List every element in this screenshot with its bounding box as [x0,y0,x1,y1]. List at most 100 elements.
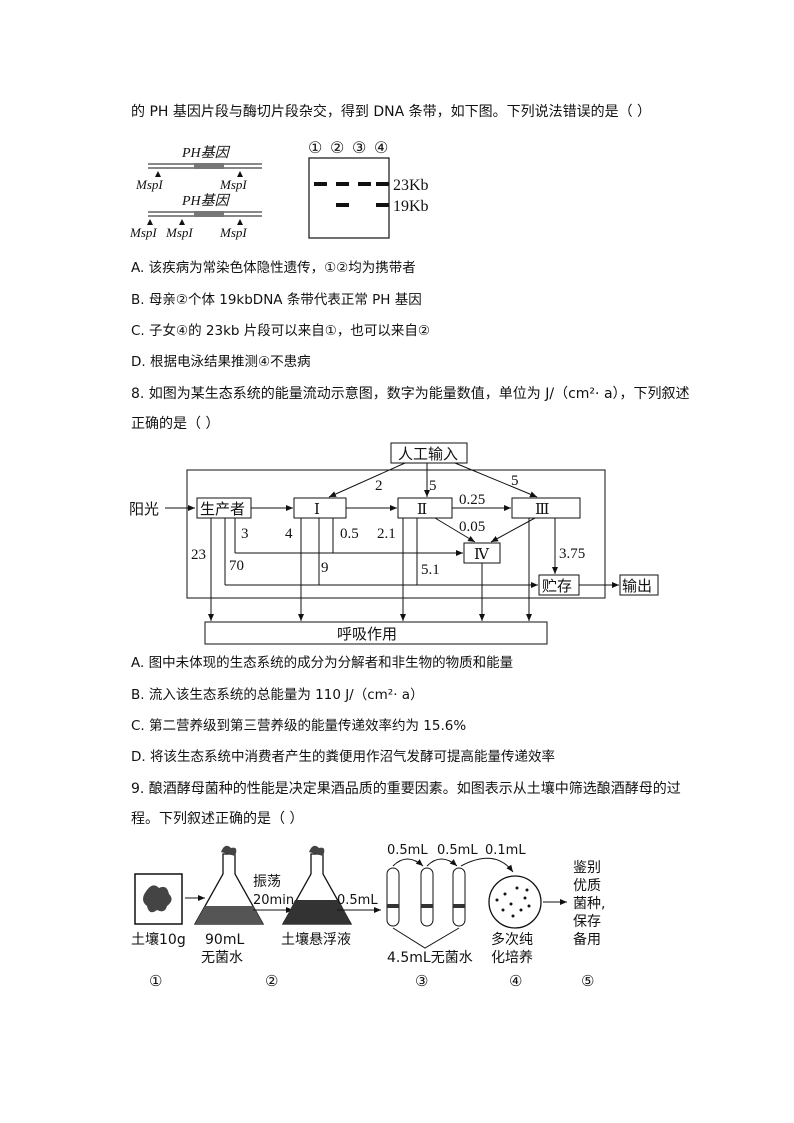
q7-gel-diagram: ① ② ③ ④ 23Kb 19Kb [308,140,429,239]
soil-label: 土壤10g [131,931,186,948]
q8-energy-flow-diagram: 人工输入 阳光 生产者 Ⅰ Ⅱ Ⅲ Ⅳ 贮存 输出 呼吸作用 2 5 5 0.2… [129,442,659,645]
transfer-volume-2: 0.5mL [387,843,428,858]
band-19kb-lane2 [336,203,349,207]
band-23kb-lane2 [336,182,349,186]
artificial-input-label: 人工输入 [398,445,458,463]
ident-line-1: 鉴别 [573,860,601,876]
level-3-label: Ⅲ [535,502,549,518]
step-number-3: ③ [415,974,428,990]
value-2.1: 2.1 [377,526,396,542]
tube-bracket [392,927,460,949]
q8-stem-line2: 正确的是（ ） [131,416,220,432]
culture-plate [488,875,542,929]
step-number-1: ① [149,974,162,990]
respiration-box [204,621,548,645]
level-2-label: Ⅱ [417,502,427,518]
q7-gene-diagram: PH基因 MspI MspI PH基因 MspI MspI MspI [130,145,262,240]
soil-box [134,873,183,925]
q7-option-d: D. 根据电泳结果推测④不患病 [131,354,311,370]
site-label: MspI [165,225,193,240]
level-1-label: Ⅰ [314,502,320,518]
flask-1-volume: 90mL [205,932,244,948]
level-4-label: Ⅳ [474,547,490,563]
value-0.05: 0.05 [459,519,485,535]
lane-label: ① [308,140,322,157]
q8-stem-line1: 8. 如图为某生态系统的能量流动示意图，数字为能量数值，单位为 J/（cm²· … [131,386,690,402]
band-19kb-label: 19Kb [393,198,429,215]
shake-time: 20min [253,893,294,908]
q8-option-b: B. 流入该生态系统的总能量为 110 J/（cm²· a） [131,687,424,703]
value-5-input-to-3: 5 [511,473,519,489]
band-23kb-lane1 [314,182,327,186]
site-arrow [147,219,153,225]
gene-segment-2 [194,211,224,217]
value-23: 23 [191,547,206,563]
site-arrow [179,219,185,225]
ident-line-5: 备用 [573,931,601,948]
value-5-input-to-2: 5 [429,478,437,494]
output-label: 输出 [622,577,652,595]
q9-yeast-screening-diagram: 土壤10g 90mL 无菌水 振荡 20min 土壤悬浮液 0.5mL 0.5m… [131,843,605,990]
system-frame [186,469,606,599]
storage-label: 贮存 [542,577,572,595]
q9-stem-line1: 9. 酿酒酵母菌种的性能是决定果酒品质的重要因素。如图表示从土壤中筛选酿酒酵母的… [131,781,681,797]
value-70: 70 [229,558,244,574]
value-2: 2 [375,478,383,494]
q8-option-d: D. 将该生态系统中消费者产生的粪便用作沼气发酵可提高能量传递效率 [131,749,555,765]
lane-label: ② [330,140,344,157]
band-23kb-label: 23Kb [393,177,429,194]
q7-option-a: A. 该疾病为常染色体隐性遗传，①②均为携带者 [131,260,416,276]
shake-label: 振荡 [253,874,281,890]
ident-line-4: 保存 [573,914,601,930]
respiration-label: 呼吸作用 [337,625,397,643]
value-9: 9 [321,560,329,576]
flask-1-water: 无菌水 [201,950,243,966]
site-label: MspI [135,177,163,192]
site-label: MspI [219,177,247,192]
transfer-volume-1: 0.5mL [337,893,378,908]
value-4: 4 [285,526,293,542]
ident-line-2: 优质 [573,878,601,894]
output-box [619,574,659,596]
transfer-volume-4: 0.1mL [485,843,526,858]
step-number-5: ⑤ [581,974,594,990]
step-number-2: ② [265,974,278,990]
sunlight-label: 阳光 [129,500,159,518]
artificial-input-box [390,442,468,464]
q7-option-c: C. 子女④的 23kb 片段可以来自①，也可以来自② [131,323,430,339]
gene-segment-1 [194,163,224,169]
value-5.1: 5.1 [421,562,440,578]
site-label: MspI [130,225,157,240]
dilution-tube-3 [452,867,466,927]
site-arrow [237,171,243,177]
gene-label-2: PH基因 [181,193,231,209]
flask-1-stopper [221,845,237,856]
soil-sample [143,885,172,913]
gel-frame [308,157,390,239]
step-number-4: ④ [509,974,522,990]
gene-label-1: PH基因 [181,145,231,161]
band-19kb-lane4 [376,203,389,207]
value-0.25: 0.25 [459,492,485,508]
ident-line-3: 菌种, [573,896,605,912]
q8-option-c: C. 第二营养级到第三营养级的能量传递效率约为 15.6% [131,718,467,734]
culture-label-2: 化培养 [491,950,533,966]
lane-label: ④ [374,140,388,157]
flask-1-liquid [195,906,263,924]
value-3.75: 3.75 [559,546,585,562]
site-arrow [155,171,161,177]
level-1-box [293,497,347,519]
site-label: MspI [219,225,247,240]
flask-2-stopper [309,845,325,856]
q7-option-b: B. 母亲②个体 19kbDNA 条带代表正常 PH 基因 [131,292,422,308]
band-23kb-lane3 [358,182,371,186]
q7-stem: 的 PH 基因片段与酶切片段杂交，得到 DNA 条带，如下图。下列说法错误的是（… [131,104,652,120]
value-0.5: 0.5 [340,526,359,542]
dilution-tube-1 [386,867,400,927]
suspension-label: 土壤悬浮液 [281,931,351,948]
culture-label-1: 多次纯 [491,931,533,948]
level-3-box [511,497,581,519]
transfer-volume-3: 0.5mL [437,843,478,858]
lane-label: ③ [352,140,366,157]
tube-water-label: 4.5mL无菌水 [387,950,473,966]
